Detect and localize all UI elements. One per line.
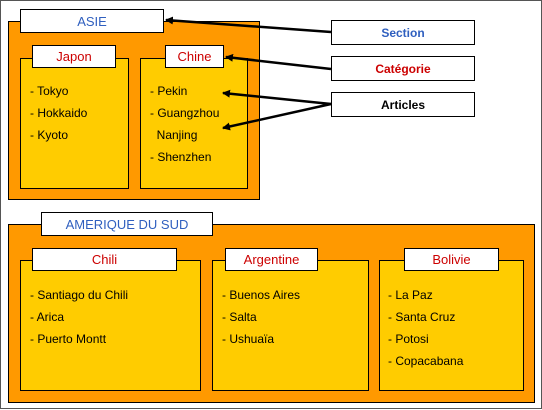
list-item: - Hokkaido: [30, 106, 88, 120]
list-item: - Ushuaïa: [222, 332, 275, 346]
category-argentine: [212, 260, 369, 391]
list-item: - La Paz: [388, 288, 433, 302]
category-chili-title: Chili: [32, 248, 177, 271]
category-argentine-title: Argentine: [225, 248, 318, 271]
legend-category: Catégorie: [331, 56, 475, 81]
arrow-article-pekin: [222, 89, 332, 106]
list-item: - Copacabana: [388, 354, 464, 368]
list-item: - Buenos Aires: [222, 288, 301, 302]
category-bolivie: [379, 260, 524, 391]
list-item: - Arica: [30, 310, 65, 324]
legend-articles: Articles: [331, 92, 475, 117]
list-item: - Potosi: [388, 332, 429, 346]
chine-article-list: - Pekin - Guangzhou Nanjing - Shenzhen: [150, 80, 219, 168]
category-chine-title: Chine: [165, 45, 224, 68]
arrow-section: [165, 16, 332, 34]
list-item: Nanjing: [150, 128, 198, 142]
arrow-category: [225, 53, 332, 71]
section-asie-title: ASIE: [20, 9, 164, 33]
category-chili: [20, 260, 201, 391]
japon-article-list: - Tokyo - Hokkaido - Kyoto: [30, 80, 87, 146]
bolivie-article-list: - La Paz - Santa Cruz - Potosi - Copacab…: [388, 284, 463, 372]
list-item: - Pekin: [150, 84, 188, 98]
list-item: - Kyoto: [30, 128, 69, 142]
category-japon-title: Japon: [32, 45, 116, 68]
list-item: - Santa Cruz: [388, 310, 456, 324]
list-item: - Tokyo: [30, 84, 69, 98]
list-item: - Puerto Montt: [30, 332, 107, 346]
list-item: - Shenzhen: [150, 150, 212, 164]
list-item: - Santiago du Chili: [30, 288, 129, 302]
legend-section: Section: [331, 20, 475, 45]
list-item: - Guangzhou: [150, 106, 220, 120]
chili-article-list: - Santiago du Chili - Arica - Puerto Mon…: [30, 284, 128, 350]
argentine-article-list: - Buenos Aires - Salta - Ushuaïa: [222, 284, 300, 350]
category-bolivie-title: Bolivie: [404, 248, 499, 271]
list-item: - Salta: [222, 310, 257, 324]
section-amerique-du-sud-title: AMERIQUE DU SUD: [41, 212, 213, 236]
arrow-article-nanjing: [222, 102, 332, 131]
